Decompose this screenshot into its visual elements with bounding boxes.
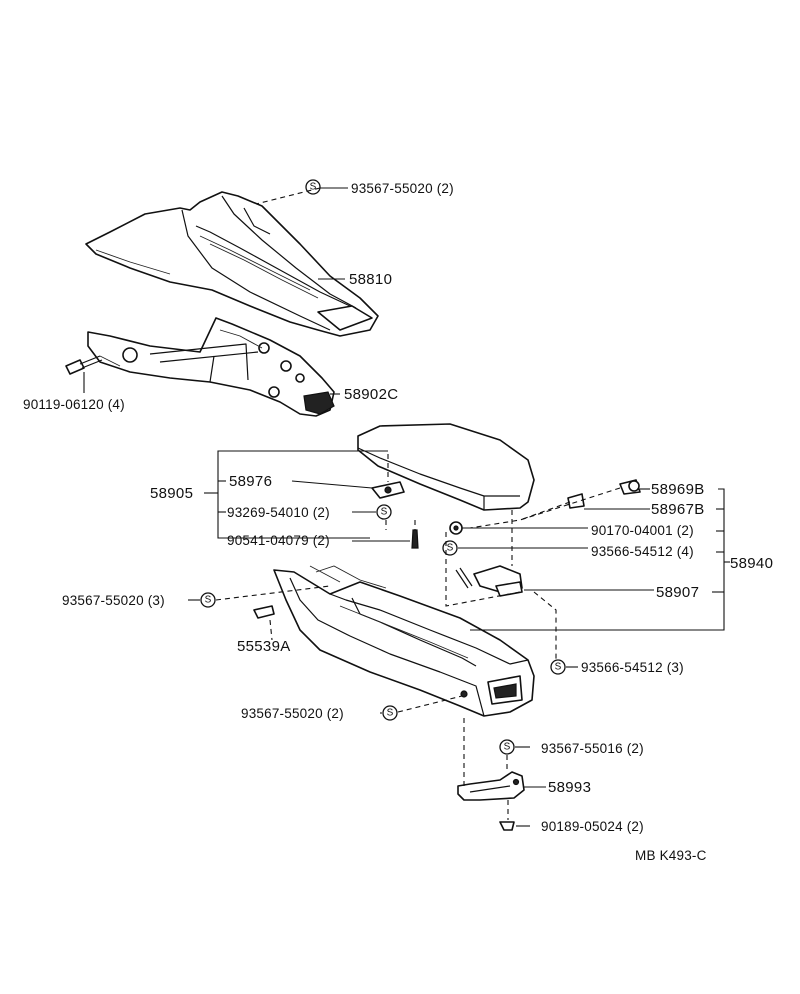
- armrest-lid-58905: [357, 423, 535, 511]
- label-58905: 58905: [150, 485, 193, 502]
- hinge-58976: [371, 481, 405, 499]
- svg-text:S: S: [205, 595, 212, 606]
- bolt-90119-06120: [65, 355, 103, 375]
- screw-93567-55020-a: S: [305, 179, 321, 195]
- label-58810: 58810: [349, 271, 392, 288]
- label-58993: 58993: [548, 779, 591, 796]
- shift-console-cover-58810: [85, 191, 379, 337]
- nut-90170-04001: [449, 521, 463, 535]
- label-93566-54512-lower: 93566-54512 (3): [581, 660, 684, 675]
- svg-text:S: S: [310, 182, 317, 193]
- label-93567-55020-top: 93567-55020 (2): [351, 181, 454, 196]
- label-90119-06120: 90119-06120 (4): [23, 397, 125, 412]
- label-90541-04079: 90541-04079 (2): [227, 533, 330, 548]
- label-58976: 58976: [229, 473, 272, 490]
- label-90189-05024: 90189-05024 (2): [541, 819, 644, 834]
- label-93567-55020-left: 93567-55020 (3): [62, 593, 165, 608]
- svg-text:S: S: [555, 662, 562, 673]
- label-93566-54512-upper: 93566-54512 (4): [591, 544, 694, 559]
- bolt-90189-05024: [499, 821, 515, 831]
- label-58940: 58940: [730, 555, 773, 572]
- label-55539A: 55539A: [237, 638, 291, 655]
- console-bracket-58902C: [87, 317, 335, 417]
- label-90170-04001: 90170-04001 (2): [591, 523, 694, 538]
- svg-text:S: S: [387, 708, 394, 719]
- screw-93567-55020-b: S: [200, 592, 216, 608]
- lock-58907: [455, 565, 523, 597]
- svg-text:S: S: [504, 742, 511, 753]
- cushion-58967B: [567, 493, 585, 509]
- clip-55539A: [253, 605, 275, 619]
- label-58907: 58907: [656, 584, 699, 601]
- svg-text:S: S: [447, 543, 454, 554]
- label-58902C: 58902C: [344, 386, 398, 403]
- callout-labels: 93567-55020 (2) 58810 58902C 90119-06120…: [23, 181, 773, 863]
- leader-lines: [83, 187, 730, 827]
- console-box-58940: [273, 565, 535, 717]
- label-58969B: 58969B: [651, 481, 705, 498]
- screw-93566-54512-b: S: [550, 659, 566, 675]
- screw-93567-55016: S: [499, 739, 515, 755]
- label-93269-54010: 93269-54010 (2): [227, 505, 330, 520]
- label-58967B: 58967B: [651, 501, 705, 518]
- screw-93269-54010: S: [376, 504, 392, 520]
- label-93567-55020-bottom: 93567-55020 (2): [241, 706, 344, 721]
- bracket-58993: [457, 771, 525, 801]
- svg-text:S: S: [381, 507, 388, 518]
- screw-93567-55020-c: S: [382, 705, 398, 721]
- screw-93566-54512-a: S: [442, 540, 458, 556]
- pin-90541-04079: [411, 529, 419, 549]
- label-93567-55016: 93567-55016 (2): [541, 741, 644, 756]
- reference-code: MB K493-C: [635, 848, 707, 863]
- stopper-58969B: [619, 479, 641, 495]
